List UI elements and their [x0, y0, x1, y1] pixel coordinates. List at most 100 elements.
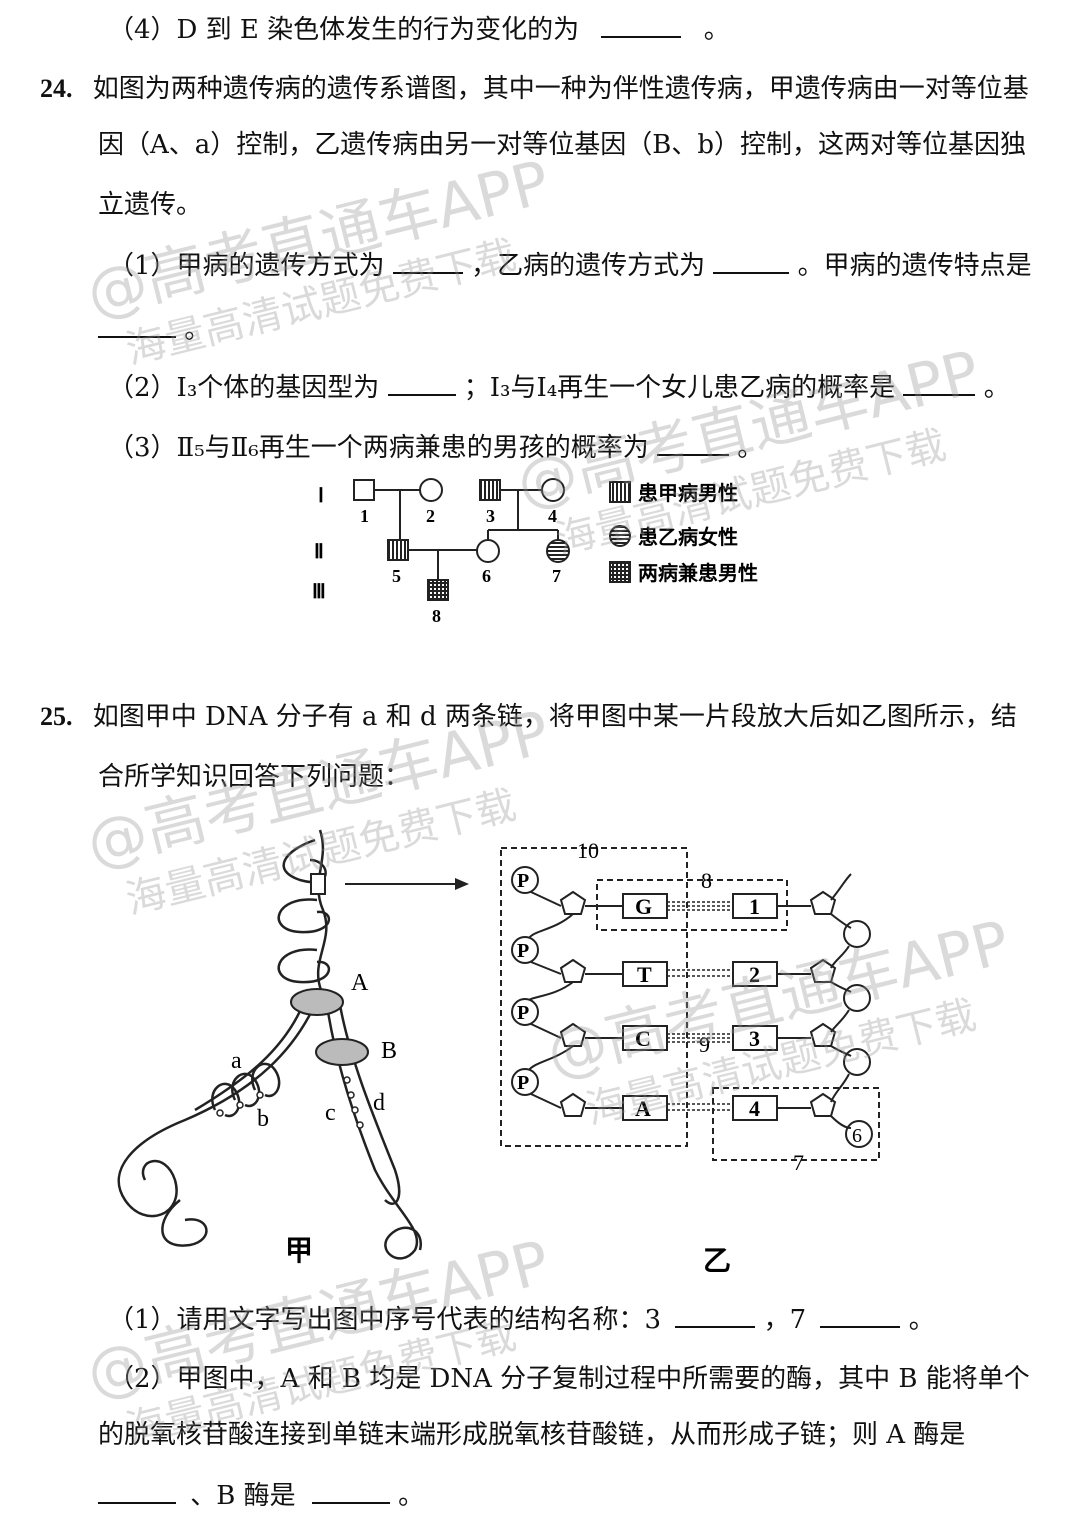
q24-part1: （1）甲病的遗传方式为 ，乙病的遗传方式为 。甲病的遗传特点是	[108, 248, 1032, 283]
q25-stem-text1: 如图甲中 DNA 分子有 a 和 d 两条链，将甲图中某一片段放大后如乙图所示，…	[92, 702, 1017, 732]
base-left-T	[622, 961, 668, 987]
q23-part4: （4）D 到 E 染色体发生的行为变化的为 。	[108, 12, 730, 47]
individual-2	[419, 478, 443, 502]
phosphate-label-1: P	[517, 870, 529, 892]
q24-p2-b: ；Ⅰ₃与Ⅰ₄再生一个女儿患乙病的概率是	[463, 373, 896, 403]
label-a: a	[231, 1048, 242, 1074]
q24-stem-text1: 如图为两种遗传病的遗传系谱图，其中一种为伴性遗传病，甲遗传病由一对等位基	[92, 74, 1029, 104]
punct: 。	[908, 1305, 935, 1335]
legend-symbol-jia	[609, 481, 631, 503]
legend-symbol-both	[609, 561, 631, 583]
pedigree-chart: Ⅰ Ⅱ Ⅲ 1 2 3 4 5 6 7 8 患甲病男性 患乙病女性 两病兼患男性	[312, 478, 758, 626]
sugar-right-3	[809, 1022, 837, 1047]
q24-p2-a: （2）Ⅰ₃个体的基因型为	[108, 373, 380, 403]
q25-number: 25.	[40, 702, 73, 731]
num-9: 9	[699, 1032, 710, 1057]
base-right-2	[732, 961, 778, 987]
individual-8	[427, 579, 449, 601]
q24-p1-a: （1）甲病的遗传方式为	[108, 251, 385, 281]
sugar-left-2	[559, 958, 587, 983]
q24-p2-blank2[interactable]	[903, 370, 976, 396]
q24-p2-blank1[interactable]	[387, 370, 456, 396]
sugar-left-4	[559, 1092, 587, 1117]
base-right-1	[732, 893, 778, 919]
q25-p2-blank2[interactable]	[311, 1478, 390, 1504]
q24-stem-text2: 因（A、a）控制，乙遗传病由另一对等位基因（B、b）控制，这两对等位基因独	[98, 130, 1027, 160]
q25-stem-line2: 合所学知识回答下列问题：	[98, 760, 410, 794]
base-label-C: C	[635, 1026, 651, 1051]
watermark-1: @高考直通车APP	[79, 147, 557, 331]
label-A: A	[351, 970, 369, 996]
q25-stem-text2: 合所学知识回答下列问题：	[98, 762, 411, 792]
q24-p1-blank2[interactable]	[713, 248, 790, 274]
q25-p2-text1: （2）甲图中，A 和 B 均是 DNA 分子复制过程中所需要的酶，其中 B 能将…	[108, 1364, 1030, 1394]
gen-label-2: Ⅱ	[314, 541, 324, 563]
label-b: b	[257, 1106, 269, 1132]
q25-stem-line1: 25. 如图甲中 DNA 分子有 a 和 d 两条链，将甲图中某一片段放大后如乙…	[40, 700, 1017, 734]
punct: 。	[703, 15, 730, 45]
sugar-right-2	[809, 958, 837, 983]
base-left-A	[622, 1095, 668, 1121]
q23-part4-text: （4）D 到 E 染色体发生的行为变化的为	[108, 15, 580, 45]
q24-p1-blank1[interactable]	[392, 248, 463, 274]
q24-stem-line2: 因（A、a）控制，乙遗传病由另一对等位基因（B、b）控制，这两对等位基因独	[98, 128, 1026, 162]
q25-part2-line2: 的脱氧核苷酸连接到单链末端形成脱氧核苷酸链，从而形成子链；则 A 酶是	[98, 1418, 965, 1452]
punct: 。	[398, 1481, 425, 1511]
phosphate-4	[511, 1068, 539, 1096]
q25-part2-line1: （2）甲图中，A 和 B 均是 DNA 分子复制过程中所需要的酶，其中 B 能将…	[108, 1362, 1030, 1396]
num-6: 6	[852, 1125, 862, 1147]
phosphate-label-2: P	[517, 940, 529, 962]
q25-p2-blank1[interactable]	[98, 1478, 176, 1504]
q24-p3-blank1[interactable]	[657, 430, 729, 456]
punct: 。	[184, 315, 211, 345]
watermark-1-sub: 海量高清试题免费下载	[121, 232, 521, 374]
q25-p1-blank1[interactable]	[675, 1302, 756, 1328]
individual-6	[476, 539, 500, 563]
legend-symbol-yi	[609, 525, 631, 547]
q24-stem-text3: 立遗传。	[98, 190, 203, 220]
base-right-3	[732, 1025, 778, 1051]
id-5: 5	[392, 566, 401, 586]
q24-part1-cont: 。	[98, 312, 210, 347]
q23-part4-blank[interactable]	[601, 12, 682, 38]
gen-label-1: Ⅰ	[318, 485, 324, 507]
base-label-1: 1	[749, 894, 760, 919]
figure-yi-dna-segment: 10 8 9 7 5 G T	[500, 838, 880, 1277]
id-1: 1	[360, 506, 369, 526]
base-label-4: 4	[749, 1096, 760, 1121]
q24-p1-blank3[interactable]	[98, 312, 176, 338]
base-label-3: 3	[749, 1026, 760, 1051]
base-label-2: 2	[749, 962, 760, 987]
sugar-right-1	[809, 890, 837, 915]
q24-stem-line3: 立遗传。	[98, 188, 202, 222]
caption-yi: 乙	[703, 1246, 731, 1277]
enzyme-B	[315, 1038, 369, 1066]
phosphate-label-3: P	[517, 1002, 529, 1024]
q25-p1-blank2[interactable]	[820, 1302, 901, 1328]
box-7	[712, 1087, 880, 1161]
q25-p1-b: ，7	[763, 1305, 807, 1335]
id-2: 2	[426, 506, 435, 526]
sugar-right-4	[809, 1092, 837, 1117]
id-4: 4	[548, 506, 557, 526]
q24-part3: （3）Ⅱ₅与Ⅱ₆再生一个两病兼患的男孩的概率为 。	[108, 430, 763, 465]
phosphate-2	[511, 936, 539, 964]
legend-label-yi: 患乙病女性	[638, 525, 738, 549]
id-6: 6	[482, 566, 491, 586]
q25-part1: （1）请用文字写出图中序号代表的结构名称：3 ，7 。	[108, 1302, 935, 1337]
enlarged-segment-marker	[310, 873, 326, 895]
q24-p1-b: ，乙病的遗传方式为	[471, 251, 706, 281]
num-7: 7	[793, 1150, 804, 1175]
q25-part2-line3: 、B 酶是 。	[98, 1478, 424, 1513]
box-10	[500, 847, 688, 1147]
base-label-T: T	[637, 962, 652, 987]
q25-p1-a: （1）请用文字写出图中序号代表的结构名称：3	[108, 1305, 662, 1335]
q25-p2-text2: 的脱氧核苷酸连接到单链末端形成脱氧核苷酸链，从而形成子链；则 A 酶是	[98, 1420, 966, 1450]
phosphate-right-2	[843, 984, 871, 1012]
individual-4	[541, 478, 565, 502]
figure-jia-replication-fork: A B a b c d 甲	[117, 829, 469, 1267]
caption-jia: 甲	[285, 1236, 313, 1267]
q24-stem-line1: 24. 如图为两种遗传病的遗传系谱图，其中一种为伴性遗传病，甲遗传病由一对等位基	[40, 72, 1029, 106]
legend-label-both: 两病兼患男性	[638, 561, 758, 585]
individual-1	[353, 479, 375, 501]
